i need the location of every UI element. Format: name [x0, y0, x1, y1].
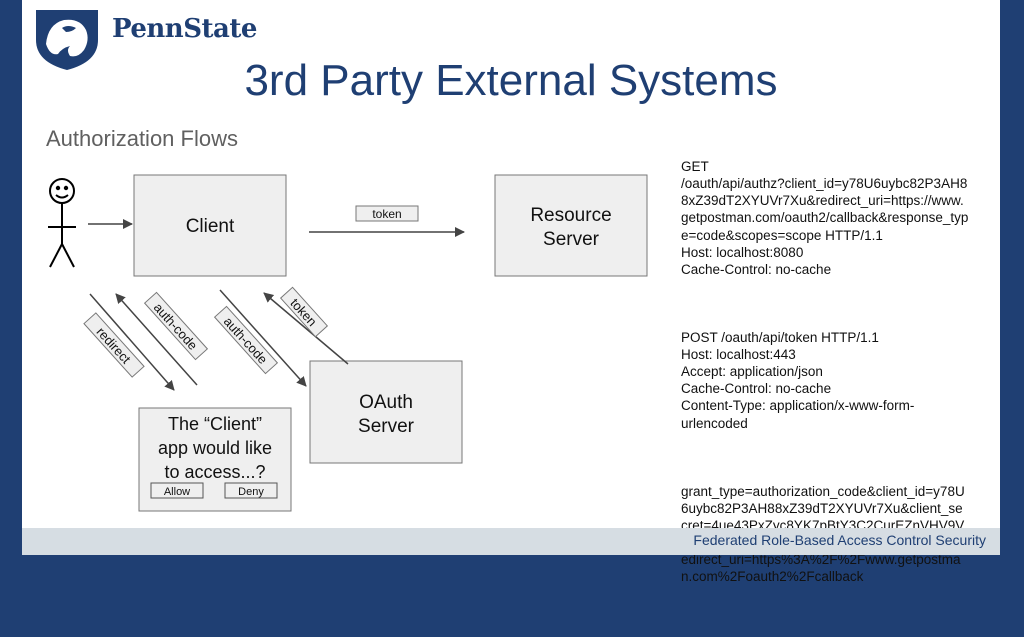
deny-button-label: Deny — [238, 486, 264, 498]
oauth-server-label-line2: Server — [358, 416, 415, 437]
redirect-arrow — [89, 293, 175, 391]
resource-server-box — [494, 174, 648, 277]
footer-band: Federated Role-Based Access Control Secu… — [22, 528, 1000, 555]
auth-code-left-label-group: auth-code — [143, 291, 209, 361]
token-label-box — [355, 205, 419, 222]
allow-button-label: Allow — [164, 486, 190, 498]
oauth-server-label-line1: OAuth — [359, 392, 413, 413]
consent-text-line3: to access...? — [164, 462, 265, 482]
pennstate-logo: PennState — [32, 6, 272, 72]
token-return-arrow — [263, 292, 349, 365]
logo-wordmark: PennState — [112, 14, 257, 44]
token-diag-label-group: token — [279, 286, 329, 338]
auth-code-right-label-group: auth-code — [213, 305, 279, 375]
redirect-label: redirect — [94, 324, 134, 367]
token-label: token — [372, 207, 401, 221]
http-request-examples: GET /oauth/api/authz?client_id=y78U6uybc… — [681, 124, 991, 637]
auth-code-right-label: auth-code — [221, 314, 271, 367]
consent-text-line1: The “Client” — [168, 414, 262, 434]
client-box — [133, 174, 287, 277]
consent-text-line2: app would like — [158, 438, 272, 458]
client-label: Client — [186, 216, 235, 237]
auth-code-left-label: auth-code — [151, 300, 201, 353]
deny-button[interactable] — [224, 482, 278, 499]
footer-text: Federated Role-Based Access Control Secu… — [693, 532, 986, 548]
authorization-flow-diagram: Client Resource Server token OAuth Serve… — [48, 174, 648, 512]
oauth-server-box — [309, 360, 463, 464]
slide: PennState 3rd Party External Systems Aut… — [22, 0, 1000, 584]
user-stick-figure-icon — [48, 178, 76, 268]
allow-button[interactable] — [150, 482, 204, 499]
resource-server-label-line2: Server — [543, 229, 600, 250]
token-post-request: POST /oauth/api/token HTTP/1.1 Host: loc… — [681, 330, 915, 431]
nittany-lion-shield-icon — [36, 10, 98, 70]
auth-code-return-arrow — [115, 293, 198, 386]
section-subtitle: Authorization Flows — [46, 126, 238, 151]
resource-server-label-line1: Resource — [530, 205, 611, 226]
auth-code-exchange-arrow — [219, 289, 307, 387]
slide-title: 3rd Party External Systems — [244, 56, 778, 105]
authz-get-request: GET /oauth/api/authz?client_id=y78U6uybc… — [681, 159, 969, 277]
